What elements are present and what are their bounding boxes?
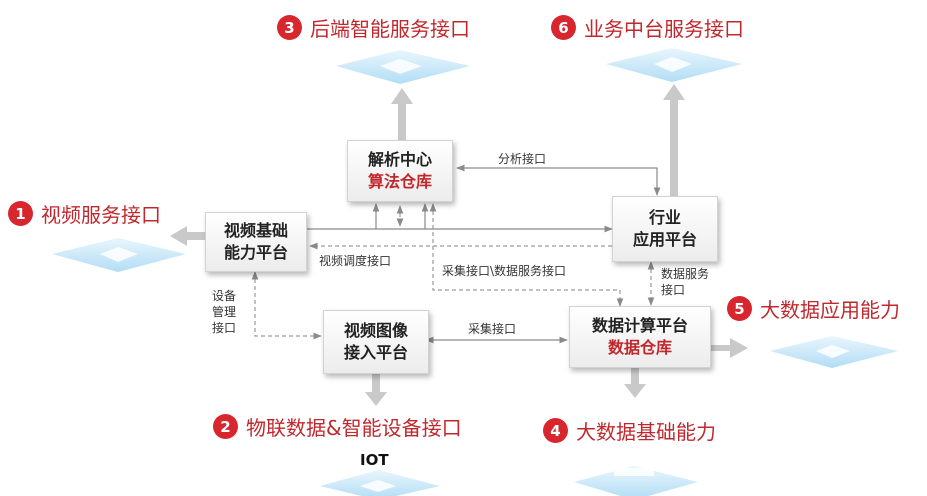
platform-icon-6 xyxy=(606,48,742,82)
iot-label: IOT xyxy=(360,451,389,469)
label-collect: 采集接口 xyxy=(468,322,517,336)
callout-text: 大数据基础能力 xyxy=(576,420,716,444)
callout-number: 1 xyxy=(8,201,33,226)
video-access-box: 视频图像 接入平台 xyxy=(323,310,429,374)
video-base-box: 视频基础 能力平台 xyxy=(205,212,307,272)
callout-6: 6 业务中台服务接口 xyxy=(551,13,744,42)
callout-text: 视频服务接口 xyxy=(41,203,161,227)
box-title-line2: 应用平台 xyxy=(632,230,697,249)
platform-icon-iot xyxy=(320,470,440,496)
label-video-dispatch: 视频调度接口 xyxy=(319,254,392,268)
platform-icons xyxy=(52,48,898,496)
platform-icon-3 xyxy=(336,50,470,84)
box-title: 行业 xyxy=(648,208,681,227)
callout-number: 6 xyxy=(551,15,576,40)
callout-number: 5 xyxy=(727,296,752,321)
callout-number: 4 xyxy=(543,418,568,443)
arrow-up-parse xyxy=(391,88,413,140)
platform-icon-5 xyxy=(770,336,898,368)
callout-4: 4 大数据基础能力 xyxy=(543,416,716,445)
industry-app-box: 行业 应用平台 xyxy=(612,196,718,262)
output-arrows xyxy=(170,84,748,406)
callout-number: 3 xyxy=(277,15,302,40)
label-collect-data: 采集接口\数据服务接口 xyxy=(442,264,567,278)
callout-text: 物联数据&智能设备接口 xyxy=(246,416,462,440)
data-compute-box: 数据计算平台 数据仓库 xyxy=(569,306,711,368)
callout-text: 后端智能服务接口 xyxy=(310,17,470,41)
callout-1: 1 视频服务接口 xyxy=(8,199,161,228)
callout-number: 2 xyxy=(213,414,238,439)
arrow-down-compute xyxy=(624,366,646,398)
box-title: 视频基础 xyxy=(223,221,288,240)
arrow-left-video xyxy=(170,226,205,246)
box-subtitle: 数据仓库 xyxy=(607,338,672,357)
callout-text: 业务中台服务接口 xyxy=(584,17,744,41)
label-device-mgmt: 设备管理接口 xyxy=(212,289,237,335)
arrow-right-compute xyxy=(710,338,748,358)
box-title: 视频图像 xyxy=(343,321,408,340)
callout-3: 3 后端智能服务接口 xyxy=(277,13,470,42)
arrow-up-industry xyxy=(663,84,685,200)
platform-icon-1 xyxy=(52,238,186,272)
parse-center-box: 解析中心 算法仓库 xyxy=(347,140,453,202)
box-title-line2: 接入平台 xyxy=(343,343,408,362)
label-analysis: 分析接口 xyxy=(498,152,547,166)
callout-2: 2 物联数据&智能设备接口 xyxy=(213,412,462,441)
box-title: 数据计算平台 xyxy=(591,316,688,335)
arrow-down-access xyxy=(365,373,387,406)
callout-5: 5 大数据应用能力 xyxy=(727,294,900,323)
box-subtitle: 算法仓库 xyxy=(367,172,432,191)
box-title-line2: 能力平台 xyxy=(223,243,288,262)
callout-text: 大数据应用能力 xyxy=(760,298,900,322)
dashed-connectors xyxy=(251,203,655,340)
box-title: 解析中心 xyxy=(367,150,432,169)
platform-icon-4 xyxy=(574,466,698,496)
label-data-service: 数据服务接口 xyxy=(661,267,710,297)
